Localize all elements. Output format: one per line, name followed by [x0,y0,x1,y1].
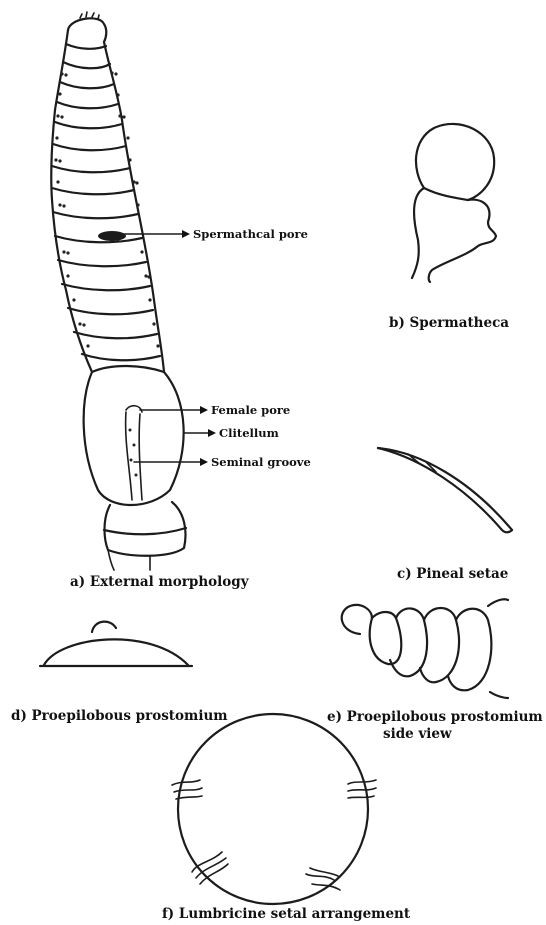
prostomium-side-drawing [342,599,508,698]
worm-segments [52,44,160,360]
worm-head-tip [68,18,106,42]
annotation-arrows [124,230,216,466]
caption-d: d) Proepilobous prostomium [11,708,228,724]
caption-b: b) Spermatheca [389,315,509,331]
setal-arrangement-drawing [172,714,376,904]
prostomium-front-drawing [40,622,192,666]
clitellum-outline [84,366,184,505]
caption-e-line1: e) Proepilobous prostomium [327,709,543,725]
female-pore-mark [126,406,142,412]
seminal-groove-line [126,412,132,500]
worm-body-right-edge [104,42,164,372]
caption-a: a) External morphology [70,574,249,590]
caption-e-line2: side view [383,726,452,742]
label-female-pore: Female pore [211,403,290,417]
caption-f: f) Lumbricine setal arrangement [162,906,410,922]
earthworm-external-morphology [51,12,186,570]
label-spermathecal-pore: Spermathcal pore [193,227,308,241]
worm-posterior-segment [105,502,186,556]
caption-c: c) Pineal setae [397,566,508,582]
label-seminal-groove: Seminal groove [211,455,311,469]
spermathecal-pore-mark [98,231,126,241]
label-clitellum: Clitellum [219,426,279,440]
worm-body-left-edge [51,30,92,372]
spermatheca-drawing [412,124,496,282]
pineal-setae-drawing [378,448,512,532]
